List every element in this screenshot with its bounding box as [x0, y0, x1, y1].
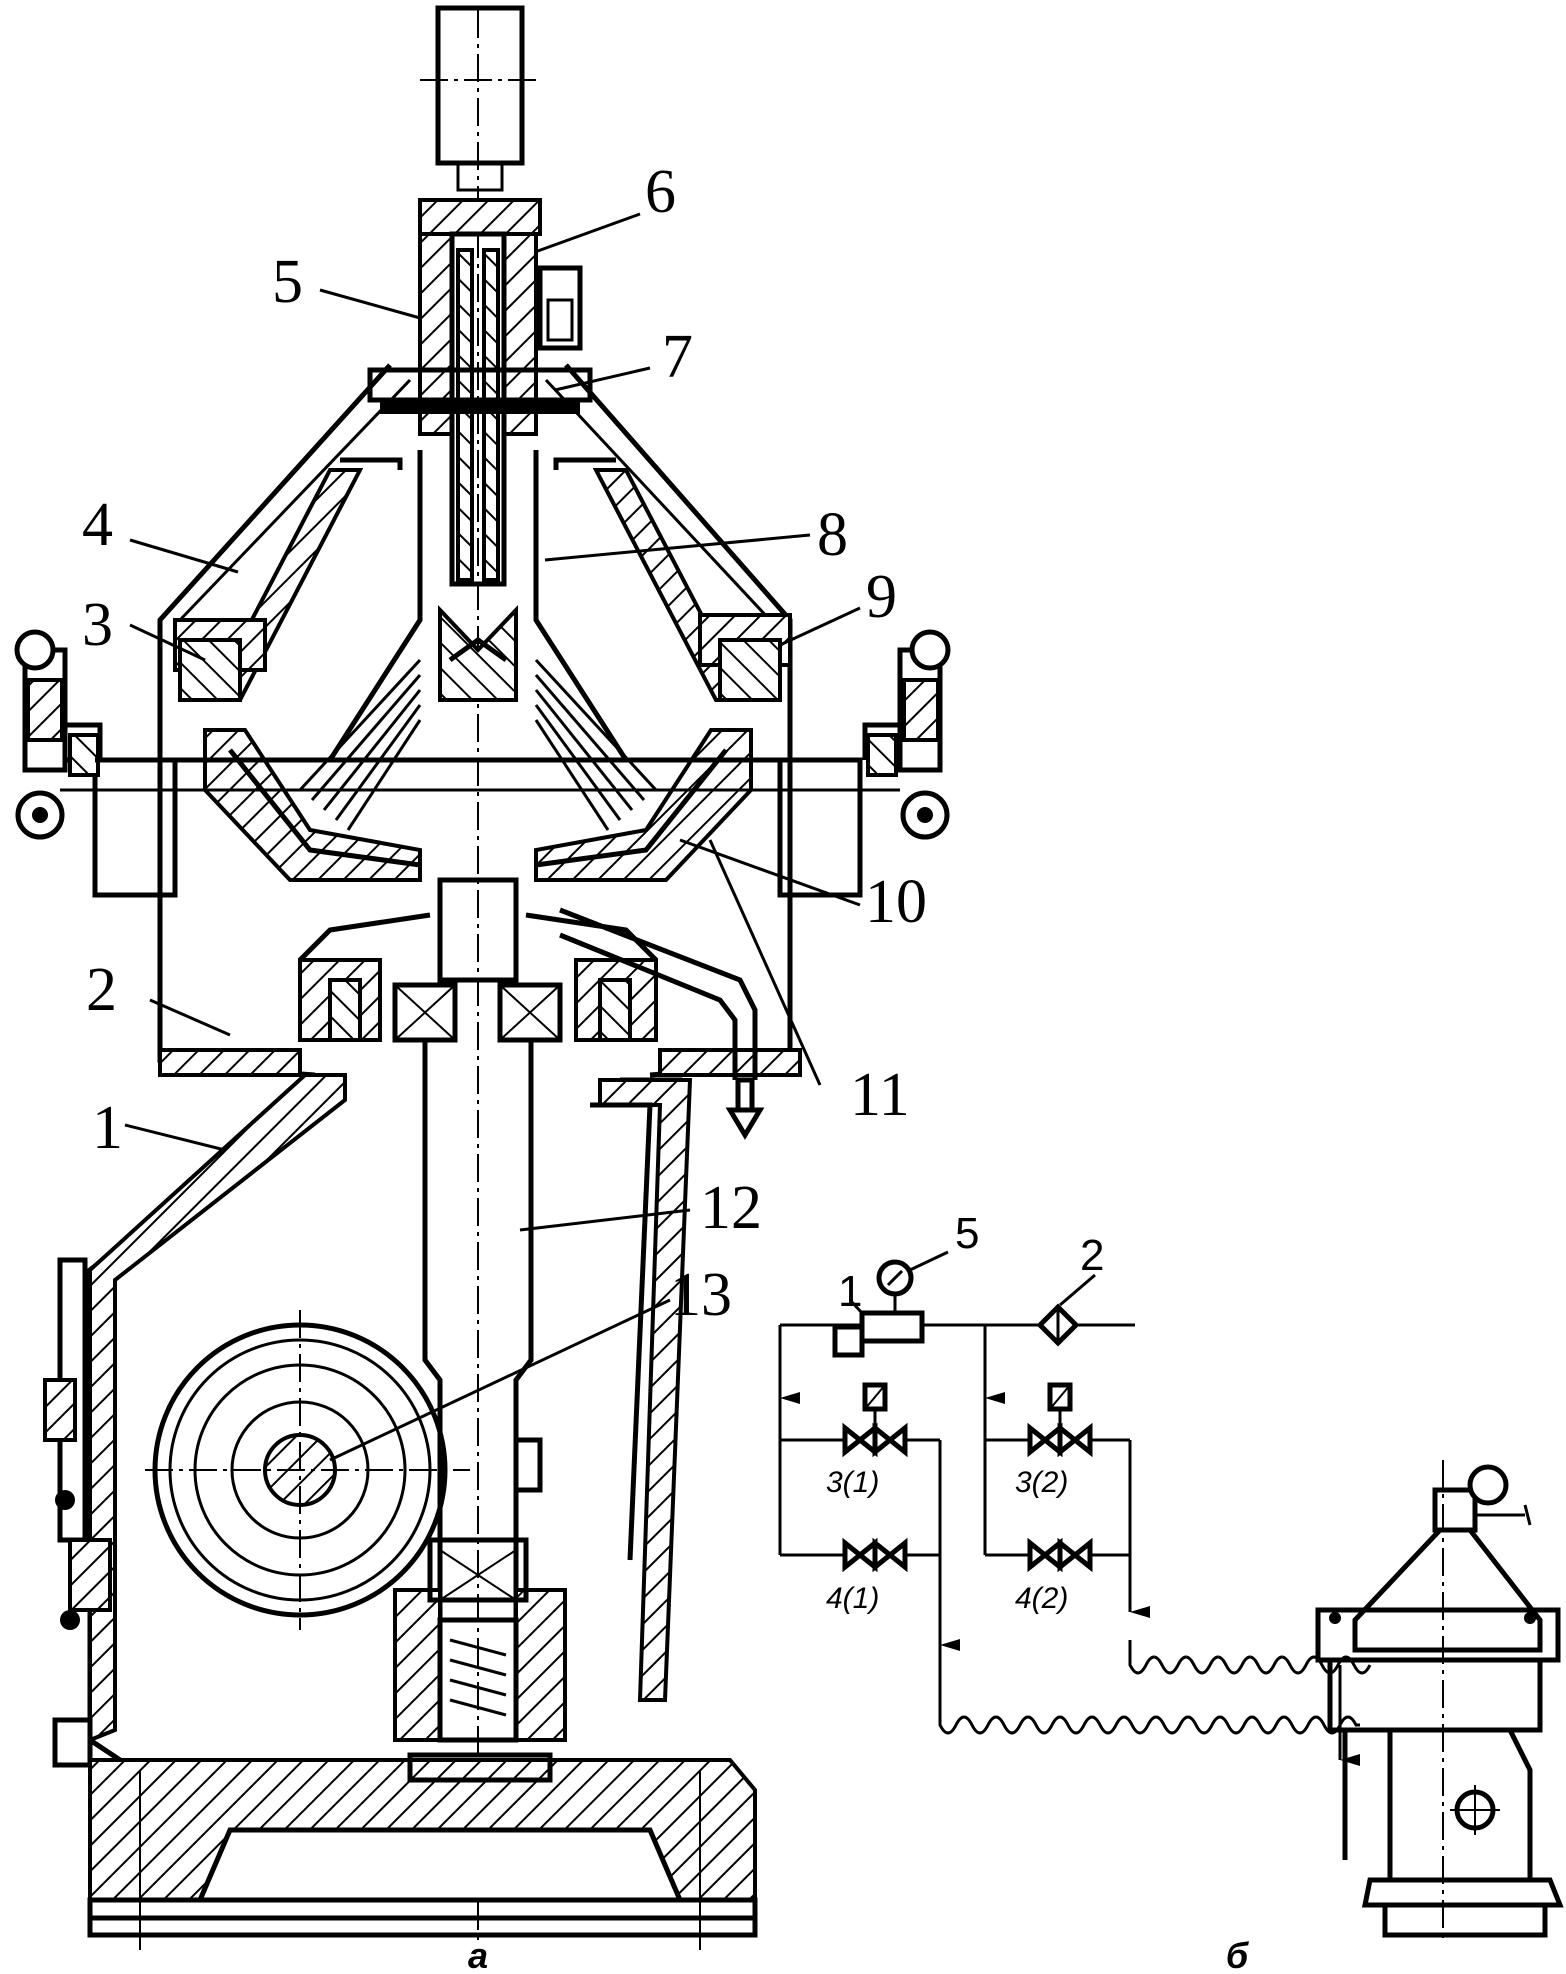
subfigure-label-a: а	[468, 1935, 488, 1974]
callout-6: 6	[645, 158, 676, 226]
filter-2	[1036, 1303, 1080, 1347]
lower-bearing	[393, 1537, 567, 1743]
frame-column	[87, 1073, 693, 1763]
callout-9: 9	[866, 563, 897, 631]
callout-8: 8	[817, 501, 848, 569]
callout-3: 3	[82, 591, 113, 659]
subfigure-label-b: б	[1226, 1935, 1250, 1974]
solenoid-valve-3-2	[985, 1382, 1130, 1458]
valve-label-3-1: 3(1)	[826, 1466, 879, 1499]
disc-stack-left	[298, 658, 422, 831]
scheme-label-5: 5	[955, 1209, 979, 1258]
manual-valve-4-2	[985, 1537, 1130, 1573]
scheme-label-2: 2	[1080, 1231, 1104, 1280]
callout-13: 13	[670, 1261, 732, 1329]
callout-2: 2	[86, 956, 117, 1024]
clamp-left	[14, 629, 103, 840]
valve-label-4-1: 4(1)	[826, 1582, 879, 1615]
regulator-1	[832, 1259, 925, 1358]
solenoid-valve-3-1	[780, 1382, 940, 1458]
clamp-right	[862, 629, 951, 840]
gauge-icon	[1467, 1464, 1509, 1506]
callout-11: 11	[850, 1061, 910, 1129]
scheme-label-1: 1	[838, 1267, 862, 1316]
valve-label-4-2: 4(2)	[1015, 1582, 1068, 1615]
manual-valve-4-1	[780, 1537, 940, 1573]
base	[87, 1752, 758, 1950]
callout-5: 5	[272, 248, 303, 316]
valve-label-3-2: 3(2)	[1015, 1466, 1068, 1499]
piping-scheme: 1 5 2 3(1) 3(2) 4(1) 4(2) б	[778, 1209, 1564, 1974]
upper-bearing	[298, 912, 658, 1043]
small-separator	[1315, 1460, 1564, 1940]
callout-1: 1	[92, 1094, 123, 1162]
callout-4: 4	[82, 491, 113, 559]
callout-7: 7	[662, 323, 693, 391]
callout-10: 10	[865, 868, 927, 936]
callout-12: 12	[700, 1174, 762, 1242]
separator-section-drawing: 6 5 7 4 8 3 9 10 2 11 1 12 13 а	[14, 5, 951, 1974]
leader-lines-a	[124, 212, 861, 1462]
worm-gear	[145, 1310, 470, 1630]
disc-stack-right	[534, 658, 658, 831]
